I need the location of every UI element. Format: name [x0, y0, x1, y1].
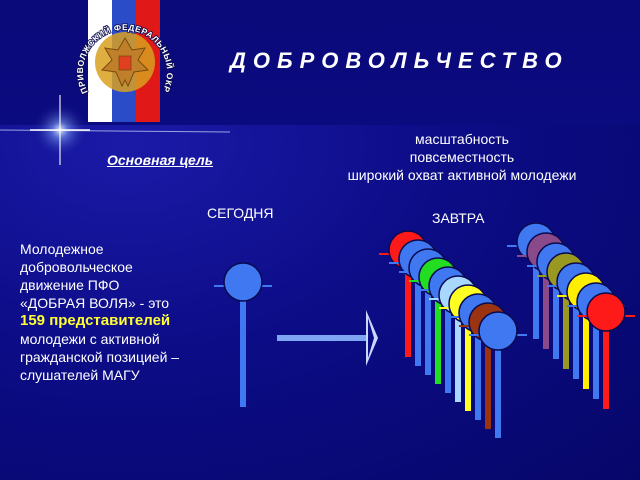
goal-label: Основная цель: [107, 152, 214, 168]
page-title: ДОБРОВОЛЬЧЕСТВО: [230, 48, 569, 73]
description-line: добровольческое: [20, 259, 133, 275]
description-line: Молодежное: [20, 241, 104, 257]
person-figure-icon: [469, 311, 527, 438]
participants-count: 159 представителей: [20, 312, 171, 329]
feature-item: масштабность: [415, 131, 509, 147]
features-list: масштабность повсеместность широкий охва…: [300, 130, 624, 184]
description-line: «ДОБРАЯ ВОЛЯ» - это: [20, 295, 170, 311]
person-figure-icon: [214, 262, 272, 407]
arrow-right-icon: [277, 310, 378, 366]
feature-item: повсеместность: [409, 149, 515, 165]
person-figure-icon: [577, 292, 635, 409]
feature-item: широкий охват активной молодежи: [347, 167, 577, 183]
description-line: слушателей МАГУ: [20, 367, 140, 383]
today-label: СЕГОДНЯ: [207, 205, 274, 221]
federal-district-emblem: ПРИВОЛЖСКИЙ ФЕДЕРАЛЬНЫЙ ОКРУГ: [70, 0, 176, 122]
tomorrow-label: ЗАВТРА: [432, 210, 485, 226]
description-line: гражданской позицией –: [20, 349, 180, 365]
description-line: движение ПФО: [20, 277, 120, 293]
description-text: Молодежное добровольческое движение ПФО …: [20, 240, 220, 384]
description-line: молодежи с активной: [20, 331, 160, 347]
